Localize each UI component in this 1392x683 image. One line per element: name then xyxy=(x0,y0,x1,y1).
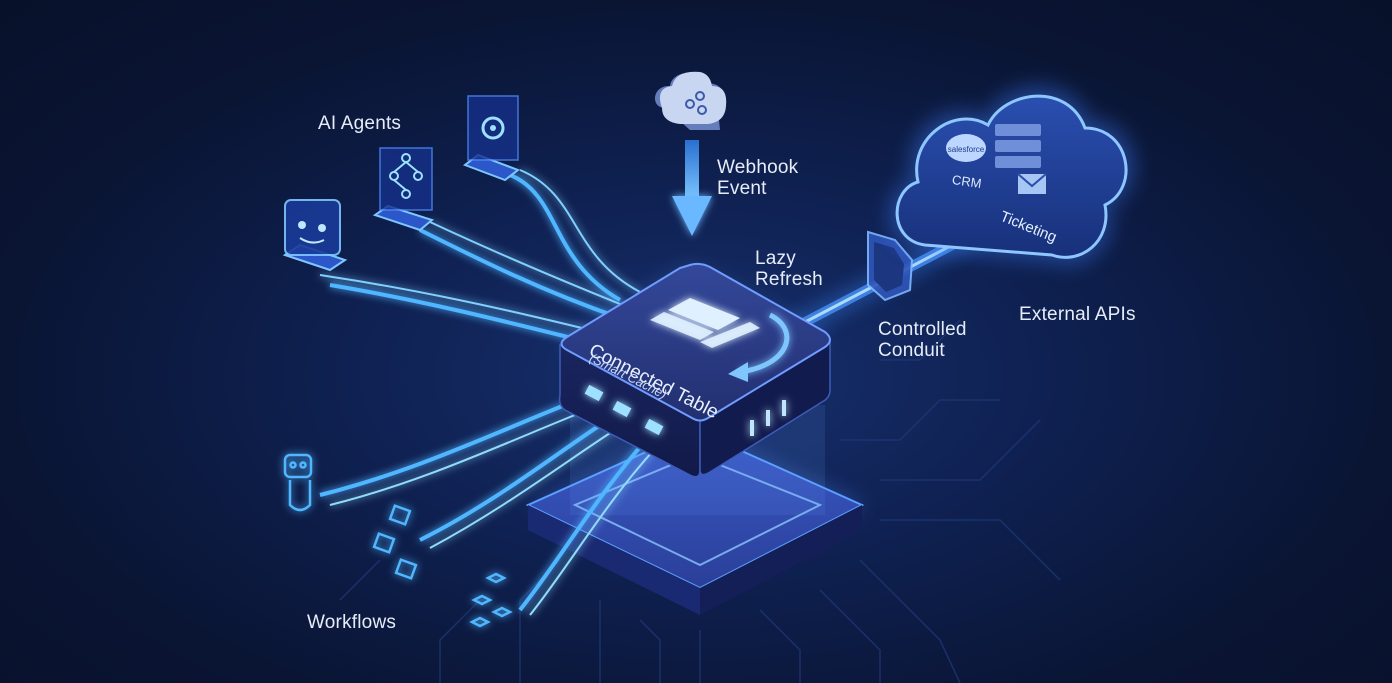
robot-icon xyxy=(282,199,348,272)
controlled-conduit-line-2: Conduit xyxy=(878,340,945,361)
lazy-refresh-line-1: Lazy xyxy=(755,248,796,269)
lazy-refresh-label: Lazy Refresh xyxy=(755,248,823,290)
lazy-refresh-arrow xyxy=(739,312,790,375)
cloud-icon: salesforce xyxy=(888,85,1135,266)
webhook-event-label: Webhook Event xyxy=(717,157,798,199)
external-apis-label: External APIs xyxy=(1019,304,1136,325)
shield-icon xyxy=(867,230,914,302)
svg-text:salesforce: salesforce xyxy=(948,145,985,154)
crm-logo xyxy=(946,134,986,162)
lazy-refresh-line-2: Refresh xyxy=(755,269,823,290)
controlled-conduit-line-1: Controlled xyxy=(878,319,967,340)
webhook-arrow xyxy=(672,140,712,236)
hub-vents xyxy=(750,400,786,436)
workflow-icon xyxy=(283,453,513,628)
hub-ports xyxy=(584,384,664,436)
gear-monitor-icon xyxy=(462,95,521,182)
table-grid-icon xyxy=(650,298,760,348)
agent-fibers xyxy=(319,169,641,347)
ai-agents-label: AI Agents xyxy=(318,113,402,134)
webhook-event-line-1: Webhook xyxy=(717,157,799,178)
webhook-event-line-2: Event xyxy=(717,178,767,199)
connected-table-hub xyxy=(558,262,831,478)
controlled-conduit-label: Controlled Conduit xyxy=(878,319,967,361)
database-icon xyxy=(995,124,1041,168)
circuit-traces xyxy=(339,319,1061,683)
network-icon xyxy=(372,147,435,232)
webhook-cloud-icon xyxy=(654,71,727,130)
workflows-label: Workflows xyxy=(307,612,397,633)
envelope-icon xyxy=(1017,173,1047,194)
